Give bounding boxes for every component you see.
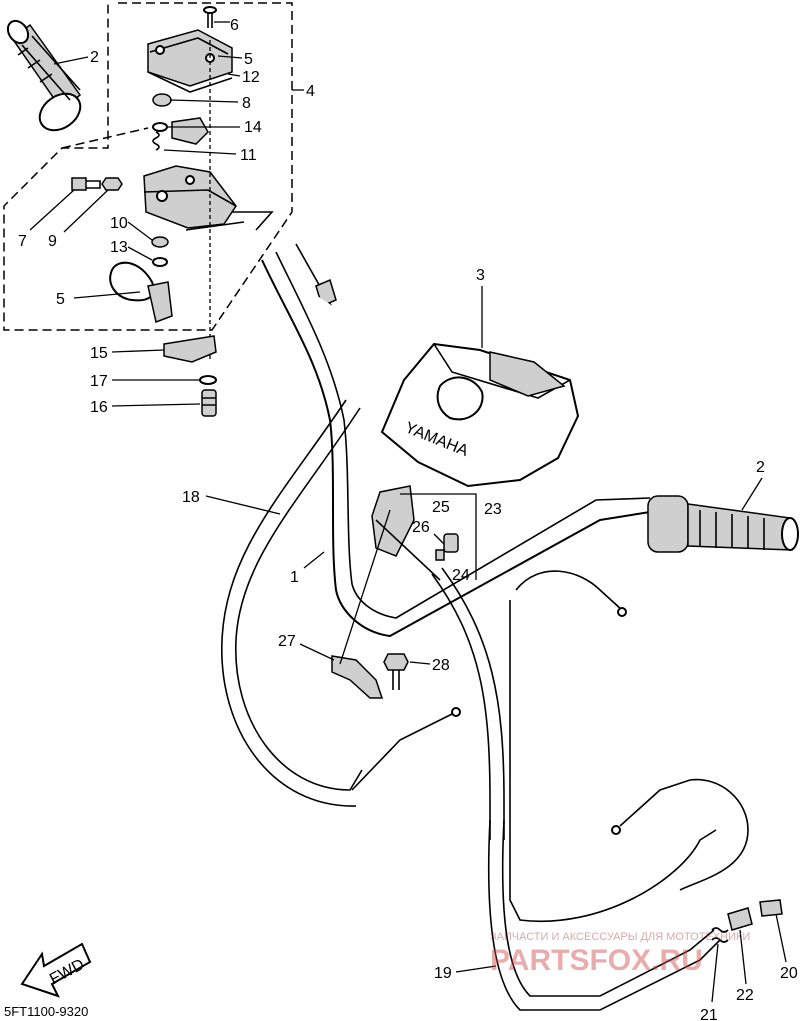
svg-text:6: 6: [230, 17, 239, 34]
bracket-part: [171, 117, 209, 145]
cable-upper-right: [515, 570, 623, 611]
switch-housing: [143, 165, 237, 229]
adjuster-parts: [711, 899, 783, 943]
svg-text:23: 23: [484, 501, 502, 518]
bolt-part-17: [201, 389, 217, 417]
svg-text:11: 11: [240, 147, 257, 164]
svg-text:24: 24: [452, 567, 470, 584]
svg-text:25: 25: [432, 499, 450, 516]
callout-labels: 2 6 5 12 4 8 14 11 7 9 10 13 5 15 17 16 …: [18, 17, 798, 1021]
diagram-code: 5FT1100-9320: [4, 1004, 88, 1019]
screw-part: [203, 6, 217, 28]
svg-text:13: 13: [110, 239, 128, 256]
cable-20b: [487, 819, 721, 1011]
svg-text:22: 22: [736, 987, 754, 1004]
bolt-29: [383, 653, 409, 690]
cable-19: [235, 407, 363, 791]
svg-text:15: 15: [90, 345, 108, 362]
washer-part-14: [152, 257, 168, 267]
svg-text:19: 19: [434, 965, 452, 982]
svg-text:8: 8: [242, 95, 251, 112]
svg-text:18: 18: [182, 489, 200, 506]
svg-text:ЗАПЧАСТИ И АКСЕССУАРЫ ДЛЯ МОТО: ЗАПЧАСТИ И АКСЕССУАРЫ ДЛЯ МОТОТЕХНИКИ: [490, 931, 750, 943]
washer-part-11: [151, 236, 169, 248]
switch-top-cover: [147, 29, 233, 93]
svg-text:26: 26: [412, 519, 430, 536]
svg-text:5: 5: [244, 51, 253, 68]
cable-guide: [232, 211, 274, 231]
svg-text:2: 2: [90, 49, 99, 66]
brake-lever-assembly: [371, 485, 459, 581]
svg-text:9: 9: [48, 233, 57, 250]
svg-text:2: 2: [756, 459, 765, 476]
svg-text:5: 5: [56, 291, 65, 308]
svg-text:10: 10: [110, 215, 128, 232]
svg-text:12: 12: [242, 69, 260, 86]
bolt-part: [71, 177, 123, 191]
svg-text:27: 27: [278, 633, 296, 650]
left-grip: [6, 19, 82, 132]
spring-part: [152, 131, 160, 151]
svg-text:14: 14: [244, 119, 262, 136]
watermark: ЗАПЧАСТИ И АКСЕССУАРЫ ДЛЯ МОТОТЕХНИКИ PA…: [490, 931, 750, 977]
washer-part-18: [199, 375, 217, 385]
throttle-lever: [109, 261, 173, 324]
svg-text:17: 17: [90, 373, 108, 390]
svg-text:PARTSFOX.RU: PARTSFOX.RU: [490, 944, 703, 977]
svg-text:4: 4: [306, 83, 315, 100]
clamp-part: [163, 335, 217, 363]
fwd-arrow-icon: FWD: [20, 942, 92, 998]
svg-text:20: 20: [780, 965, 798, 982]
svg-text:16: 16: [90, 399, 108, 416]
svg-text:3: 3: [476, 267, 485, 284]
nut-part: [152, 93, 172, 107]
svg-text:7: 7: [18, 233, 27, 250]
bracket-28: [331, 655, 384, 699]
washer-part: [152, 122, 168, 132]
svg-text:28: 28: [432, 657, 450, 674]
svg-text:1: 1: [290, 569, 299, 586]
svg-text:21: 21: [700, 1007, 718, 1021]
headlight-cover: YAMAHA: [380, 342, 580, 488]
switch-assembly-dashed-box: [3, 2, 293, 331]
cable-20a: [431, 573, 491, 840]
right-grip: [647, 495, 799, 553]
